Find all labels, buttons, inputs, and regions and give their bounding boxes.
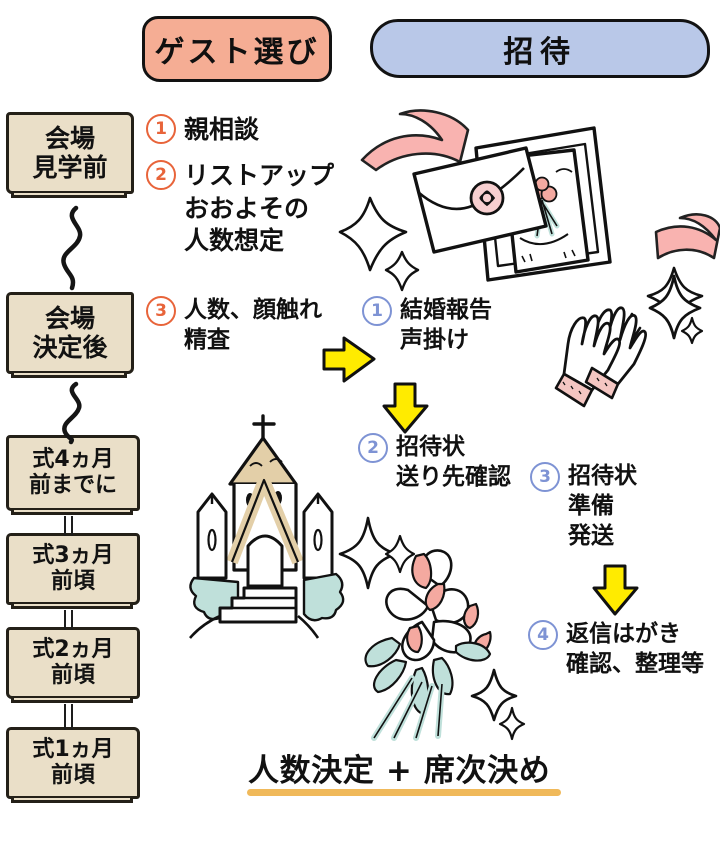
step-label: 結婚報告 声掛け	[400, 297, 492, 353]
step-number-badge: 4	[528, 620, 558, 650]
timeline-box-venue-decided: 会場 決定後	[6, 292, 134, 378]
step-label: 招待状 準備 発送	[568, 463, 637, 549]
header-banner-guest-label: ゲスト選び	[154, 35, 320, 70]
timeline-box-3-months-before: 式3ヵ月 前頃	[6, 533, 140, 609]
squiggle-connector-2	[50, 381, 98, 445]
step-number-badge: 1	[362, 296, 392, 326]
bottom-summary: 人数決定 + 席次決め	[248, 745, 550, 790]
timeline-box-line1: 式2ヵ月	[32, 637, 114, 663]
guest-step-2: 2 リストアップ おおよその 人数想定	[146, 160, 334, 258]
timeline-box-4-months-before: 式4ヵ月 前までに	[6, 435, 140, 515]
timeline-box-line1: 会場	[44, 124, 95, 153]
timeline-box-venue-pre-tour: 会場 見学前	[6, 112, 134, 198]
header-banner-guest: ゲスト選び	[142, 16, 332, 82]
arrow-down-icon	[378, 380, 434, 438]
timeline-box-line2: 前頃	[50, 763, 95, 788]
timeline-connector-line	[64, 704, 73, 730]
timeline-box-1-month-before: 式1ヵ月 前頃	[6, 727, 140, 803]
step-label: 返信はがき 確認、整理等	[566, 621, 704, 677]
timeline-box-line2: 前頃	[50, 569, 95, 594]
timeline-box-2-months-before: 式2ヵ月 前頃	[6, 627, 140, 703]
invite-step-1: 1 結婚報告 声掛け	[362, 296, 492, 356]
envelope-card-illustration	[338, 100, 720, 324]
bottom-summary-underline	[247, 789, 561, 796]
guest-step-1: 1 親相談	[146, 114, 259, 147]
timeline-box-line2: 見学前	[32, 153, 108, 182]
arrow-down-icon	[588, 562, 644, 620]
gloves-illustration	[548, 294, 668, 414]
church-illustration	[186, 410, 386, 640]
step-label: 招待状 送り先確認	[396, 434, 511, 490]
timeline-box-line2: 前頃	[50, 663, 95, 688]
step-number-badge: 2	[146, 160, 176, 190]
timeline-box-line1: 式3ヵ月	[32, 543, 114, 569]
step-label: 親相談	[184, 115, 260, 144]
step-number-badge: 1	[146, 114, 176, 144]
sparkle-icon	[648, 274, 706, 345]
timeline-box-line2: 前までに	[28, 473, 117, 498]
bottom-summary-label: 人数決定 + 席次決め	[248, 753, 551, 789]
bouquet-illustration	[338, 510, 528, 741]
header-banner-invite: 招待	[370, 19, 710, 78]
invite-step-2: 2 招待状 送り先確認	[358, 433, 511, 493]
step-label: 人数、顔触れ 精査	[184, 297, 322, 353]
arrow-right-icon	[318, 332, 380, 388]
timeline-connector-line	[64, 610, 73, 630]
squiggle-connector-1	[50, 205, 98, 291]
step-number-badge: 2	[358, 433, 388, 463]
timeline-box-line1: 式4ヵ月	[32, 447, 114, 473]
timeline-box-line1: 式1ヵ月	[32, 737, 114, 763]
timeline-box-line1: 会場	[44, 304, 95, 333]
guest-step-3: 3 人数、顔触れ 精査	[146, 296, 322, 356]
header-banner-invite-label: 招待	[503, 34, 577, 70]
timeline-connector-line	[64, 516, 73, 536]
step-label: リストアップ おおよその 人数想定	[184, 161, 335, 255]
invite-step-3: 3 招待状 準備 発送	[530, 462, 637, 552]
step-number-badge: 3	[146, 296, 176, 326]
invite-step-4: 4 返信はがき 確認、整理等	[528, 620, 704, 680]
step-number-badge: 3	[530, 462, 560, 492]
timeline-box-line2: 決定後	[32, 333, 108, 362]
